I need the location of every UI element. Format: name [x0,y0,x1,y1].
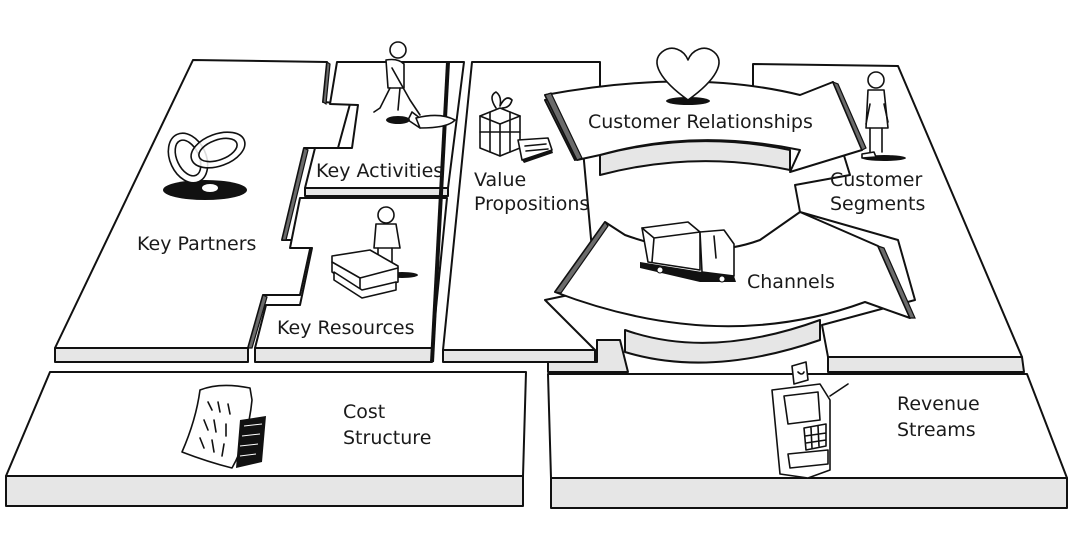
revenue-streams-side [550,477,1068,509]
standing-person-icon [861,71,906,161]
notch-shade [322,60,331,106]
key-partners-side [54,347,249,363]
arrow-shade [831,80,867,151]
cost-structure-block[interactable] [5,371,527,507]
key-resources-side [254,347,433,363]
key-resources-label: Key Resources [277,317,415,339]
arrow-shade [553,220,609,294]
arrow-shade [544,92,583,161]
channels-label: Channels [747,271,835,293]
customer-relationships-label: Customer Relationships [588,111,813,133]
value-propositions-label-line2: Propositions [474,193,589,215]
cost-structure-label-line1: Cost [343,401,385,423]
customer-segments-label-line2: Segments [830,193,925,215]
linked-rings-icon [163,131,247,200]
value-propositions-side [442,349,596,363]
key-partners-label: Key Partners [137,233,256,255]
customer-segments-side [827,356,1025,373]
cash-register-icon [771,361,849,479]
key-activities-top [304,61,465,189]
person-with-machine-icon [331,206,418,299]
revenue-streams-label-line2: Streams [897,419,976,441]
key-partners-block[interactable] [54,59,351,363]
notch-shade [247,294,268,349]
paper-document-icon [181,384,266,469]
key-activities-label: Key Activities [316,160,443,182]
person-digging-icon [373,41,456,129]
customer-segments-label-line1: Customer [830,169,922,191]
column-divider [430,61,450,363]
notch-shade [281,147,309,241]
heart-icon [656,47,720,105]
channels-side [624,319,821,364]
cost-structure-top [5,371,527,477]
key-activities-block[interactable] [304,61,465,197]
cost-structure-label-line2: Structure [343,427,431,449]
arrow-shade [876,245,916,319]
key-activities-side [304,187,449,197]
gift-box-icon [479,91,553,163]
revenue-streams-label-line1: Revenue [897,393,980,415]
value-propositions-label-line1: Value [474,169,526,191]
cost-structure-side [5,475,524,507]
center-gap [547,339,629,373]
customer-relationships-block[interactable] [544,80,867,176]
delivery-truck-icon [640,221,736,283]
